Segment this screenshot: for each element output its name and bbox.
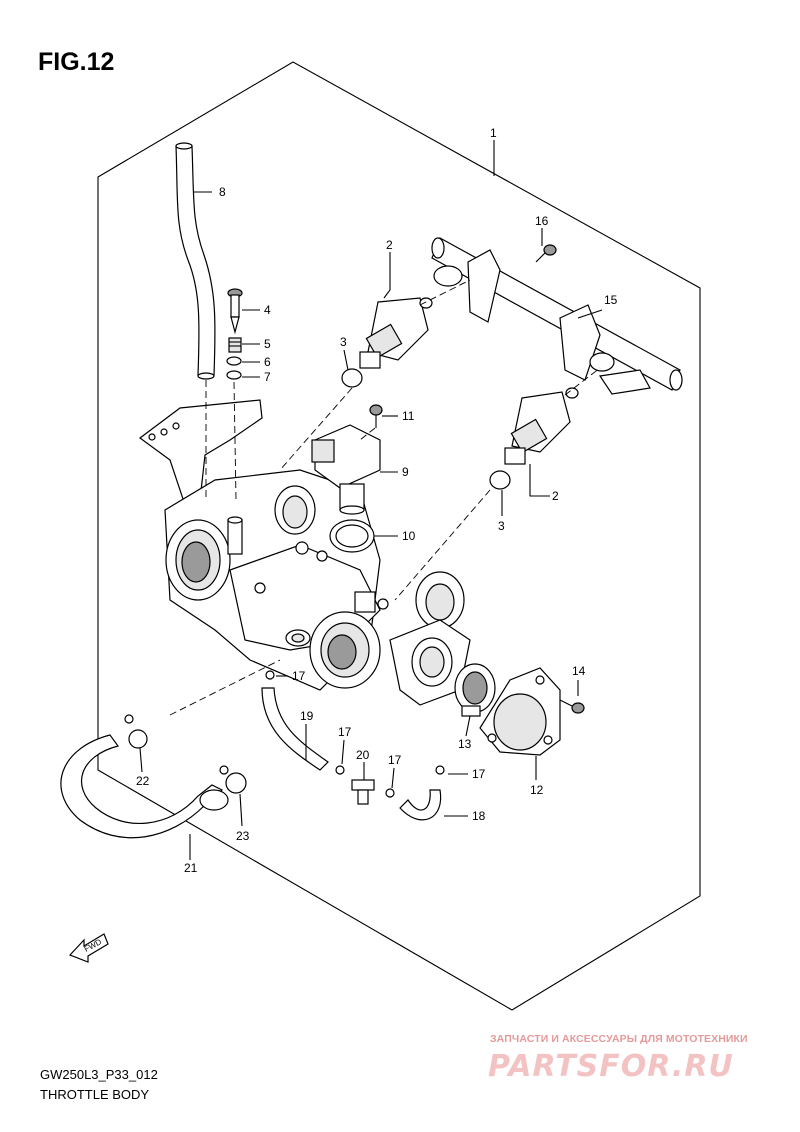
injector-2-lower [504,387,579,465]
hose-19 [261,687,329,771]
callout-22: 22 [136,774,150,788]
callout-2-lower: 2 [552,489,559,503]
bracket [138,399,263,506]
callout-10: 10 [402,529,416,543]
watermark-logo: PARTSFOR.RU [488,1049,734,1084]
figure-title: FIG.12 [38,48,115,76]
hose-8 [175,145,216,376]
washer-7 [226,370,242,380]
assembly-border [97,61,701,1011]
callout-leaders [139,140,603,860]
clamp-17 [265,670,445,798]
cushion-3 [341,368,511,490]
fuel-rail-15 [431,237,683,395]
hose-8-end-lower [197,372,215,380]
watermark-tagline: ЗАПЧАСТИ И АКСЕССУАРЫ ДЛЯ МОТОТЕХНИКИ [490,1033,748,1045]
callout-2-upper: 2 [386,238,393,252]
callout-9: 9 [402,465,409,479]
spring-5 [228,337,242,353]
figure-code: GW250L3_P33_012 [40,1067,158,1082]
callout-4: 4 [264,303,271,317]
fwd-arrow-icon: FWD [68,933,109,963]
injector-2-upper [359,297,433,369]
screw-16 [535,244,557,263]
clamp-23 [219,765,247,794]
hose-21 [60,734,224,839]
callout-6: 6 [264,355,271,369]
callout-16: 16 [535,214,549,228]
callout-7: 7 [264,370,271,384]
callout-21: 21 [184,861,198,875]
callout-3-lower: 3 [498,519,505,533]
cover-12 [479,667,561,756]
idle-valve-9 [311,424,381,515]
screw-14 [559,699,585,714]
figure-caption: THROTTLE BODY [40,1087,150,1102]
callout-3-upper: 3 [340,335,347,349]
callout-18: 18 [472,809,486,823]
t-joint-20 [351,779,375,805]
callout-17-a: 17 [292,669,306,683]
callout-15: 15 [604,293,618,307]
callout-14: 14 [572,664,586,678]
screw-11 [369,404,383,428]
clamp-22 [124,714,148,749]
o-ring-6 [226,356,242,366]
callout-8: 8 [219,185,226,199]
callout-5: 5 [264,337,271,351]
callout-17-c: 17 [388,753,402,767]
callout-1: 1 [490,126,497,140]
hose-8-end [175,142,193,150]
sensor-housing-13 [389,619,496,717]
callout-23: 23 [236,829,250,843]
callout-12: 12 [530,783,544,797]
hose-18 [399,789,442,821]
screw-4 [227,288,243,335]
callout-11: 11 [402,409,415,423]
callout-13: 13 [458,737,472,751]
callout-17-b: 17 [338,725,352,739]
throttle-body-main [164,469,465,691]
callout-17-d: 17 [472,767,486,781]
callout-20: 20 [356,748,370,762]
callout-19: 19 [300,709,314,723]
